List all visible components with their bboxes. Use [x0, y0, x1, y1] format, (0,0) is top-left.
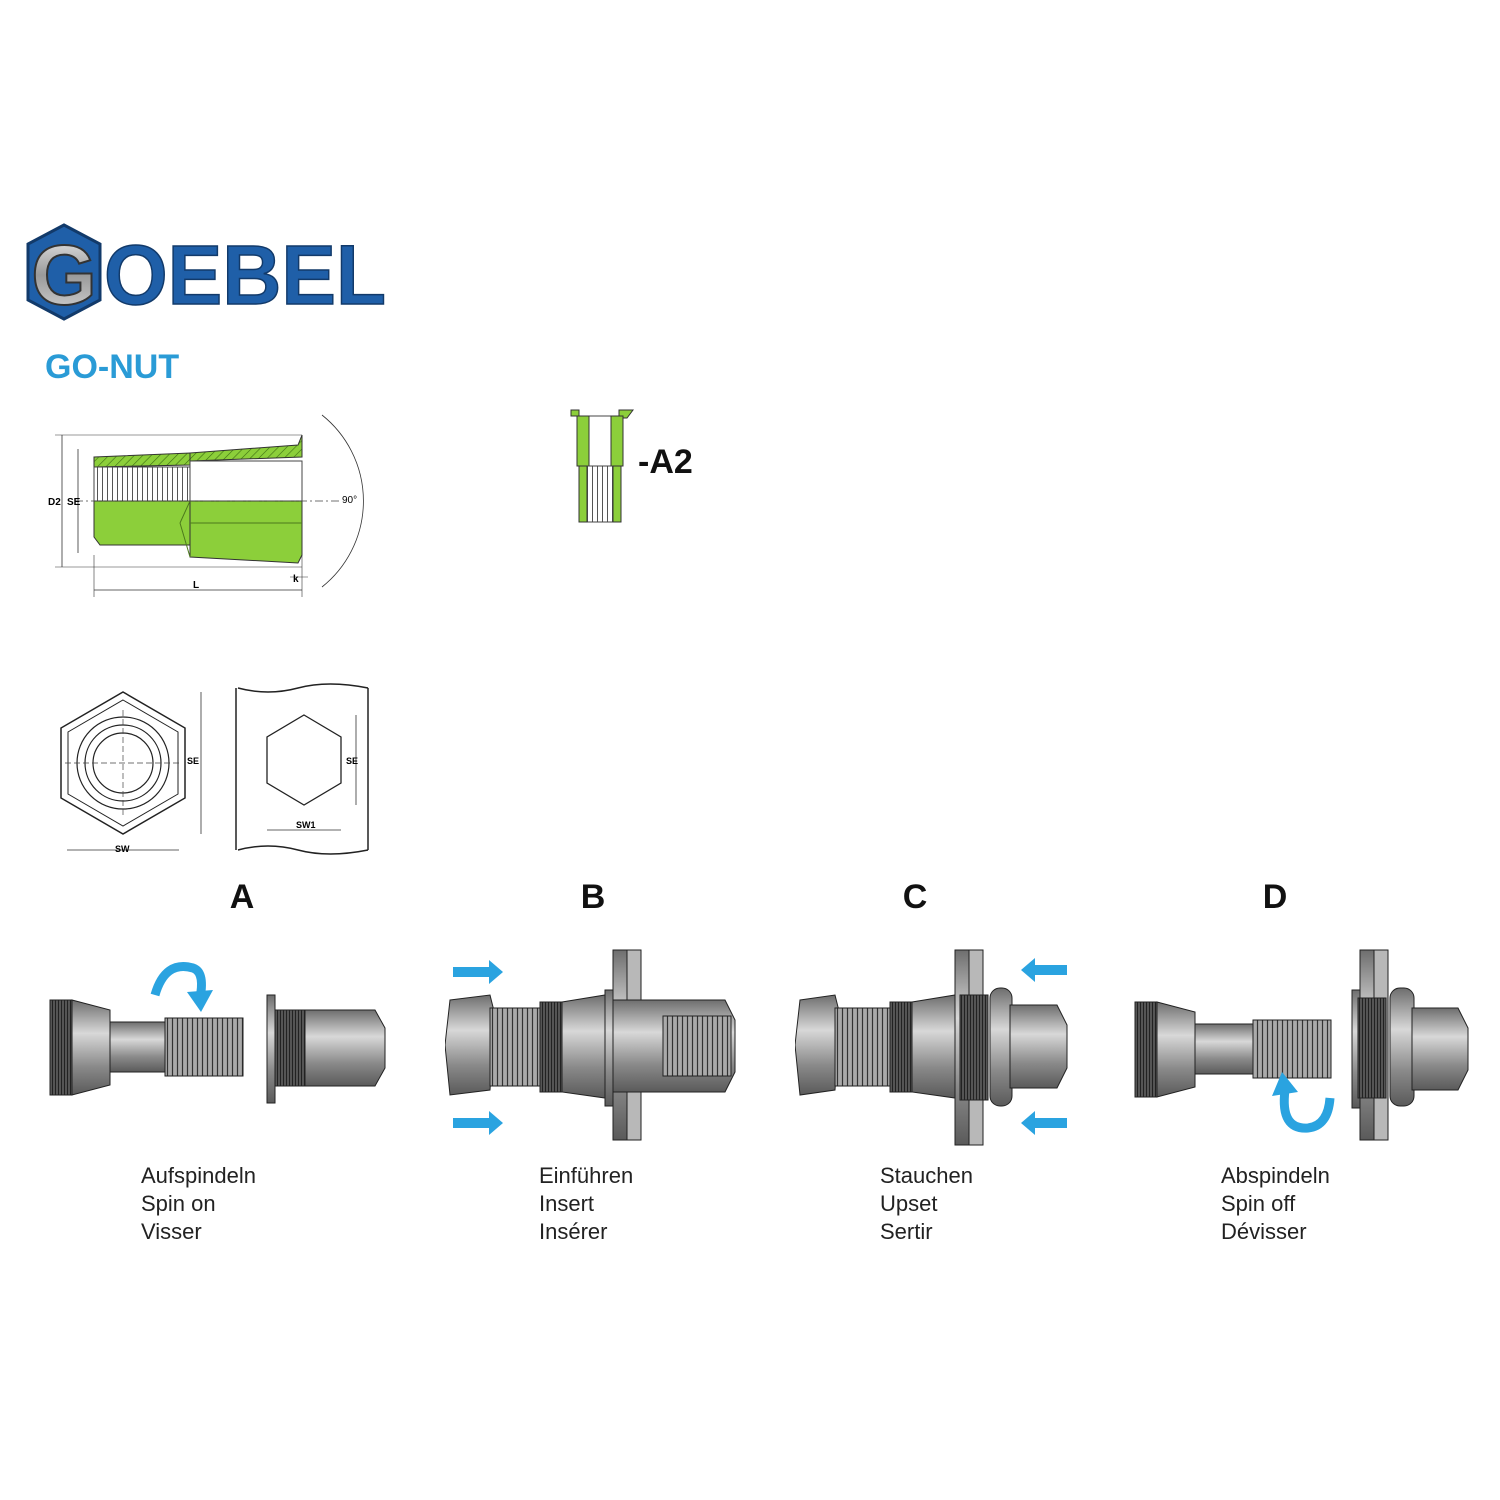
- step-b-graphic: [445, 949, 736, 1141]
- step-a-caption: Aufspindeln Spin on Visser: [141, 1162, 256, 1246]
- caption-de: Stauchen: [880, 1163, 973, 1188]
- logo-mark-letter: G: [31, 228, 96, 322]
- hex-nut-logo-icon: [26, 223, 102, 321]
- dimension-label-sw: SW: [115, 844, 130, 854]
- logo-text: OEBEL: [104, 228, 386, 322]
- step-d-graphic: [1134, 949, 1469, 1141]
- caption-en: Spin off: [1221, 1191, 1296, 1216]
- step-b-caption: Einführen Insert Insérer: [539, 1162, 633, 1246]
- step-letter-b: B: [580, 878, 606, 916]
- caption-en: Spin on: [141, 1191, 216, 1216]
- caption-en: Insert: [539, 1191, 595, 1216]
- rotate-arrow-icon: [150, 962, 206, 999]
- dimension-label-se-hole: SE: [346, 756, 358, 766]
- nut-variant-icon: [570, 409, 634, 523]
- caption-fr: Visser: [141, 1219, 202, 1244]
- step-c-graphic: [795, 949, 1068, 1146]
- dimension-label-sw1: SW1: [296, 820, 316, 830]
- dimension-label-k: k: [293, 574, 299, 585]
- hex-hole-view-drawing: SE SW1: [235, 683, 369, 855]
- step-c-caption: Stauchen Upset Sertir: [880, 1162, 973, 1246]
- caption-de: Einführen: [539, 1163, 634, 1188]
- push-arrow-icon: [1021, 958, 1067, 1135]
- hex-end-view-drawing: SE SW: [60, 691, 202, 854]
- nut-section-drawing: D2 SE L k 90°: [48, 414, 364, 597]
- rotate-arrow-icon: [1279, 1089, 1335, 1133]
- variant-label: -A2: [638, 443, 693, 481]
- step-letter-c: C: [902, 878, 928, 916]
- step-a-graphic: [49, 962, 386, 1104]
- caption-fr: Sertir: [880, 1219, 933, 1244]
- dimension-label-l: L: [193, 580, 199, 591]
- caption-de: Abspindeln: [1221, 1163, 1330, 1188]
- caption-de: Aufspindeln: [141, 1163, 256, 1188]
- goebel-logo: G OEBEL: [26, 223, 387, 322]
- dimension-label-se: SE: [67, 497, 81, 508]
- caption-en: Upset: [880, 1191, 938, 1216]
- product-title: GO-NUT: [45, 348, 180, 386]
- dimension-label-angle: 90°: [342, 495, 357, 506]
- step-letter-a: A: [229, 878, 255, 916]
- caption-fr: Dévisser: [1221, 1219, 1307, 1244]
- step-d-caption: Abspindeln Spin off Dévisser: [1221, 1162, 1330, 1246]
- dimension-label-se-hex: SE: [187, 756, 199, 766]
- push-arrow-icon: [453, 960, 503, 1135]
- dimension-label-d2: D2: [48, 497, 61, 508]
- caption-fr: Insérer: [539, 1219, 608, 1244]
- step-letter-d: D: [1262, 878, 1288, 916]
